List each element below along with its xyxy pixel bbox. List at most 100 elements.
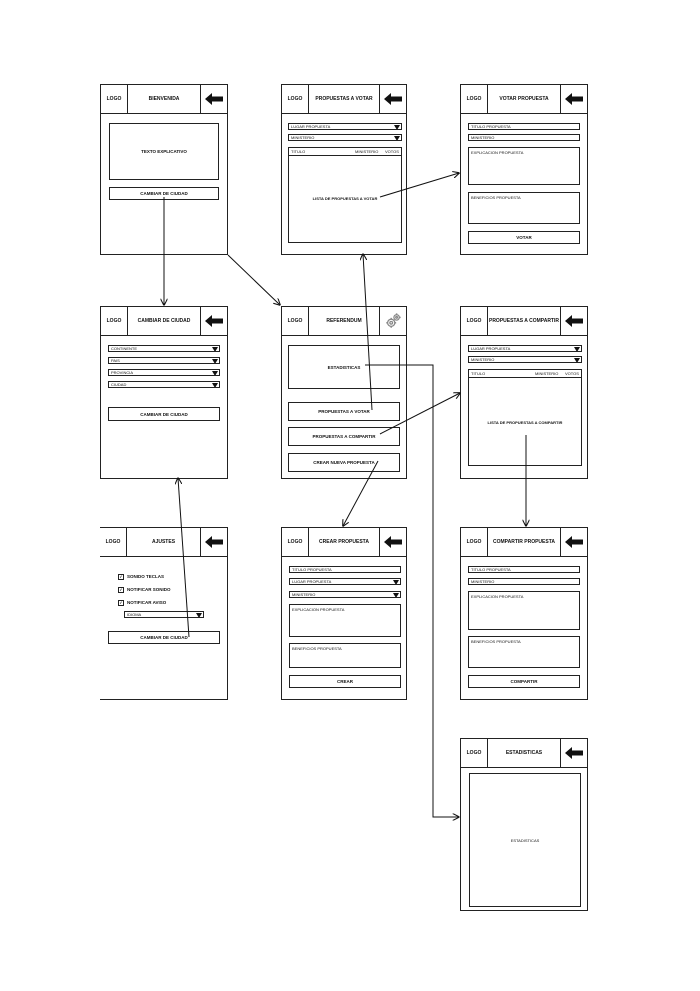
checkbox-checked-icon[interactable]: ✓ <box>118 587 124 593</box>
col-titulo: TITULO <box>291 149 306 154</box>
logo: LOGO <box>101 307 128 335</box>
proposals-list[interactable]: LISTA DE PROPUESTAS A COMPARTIR <box>487 420 563 425</box>
screen-title: PROPUESTAS A VOTAR <box>315 96 373 102</box>
idioma-select-value: IDIOMA <box>127 612 142 617</box>
pais-select[interactable]: PAIS <box>108 357 220 364</box>
screen-title: VOTAR PROPUESTA <box>499 96 549 102</box>
back-arrow-icon[interactable] <box>379 528 406 556</box>
lugar-select[interactable]: LUGAR PROPUESTA <box>288 123 402 130</box>
logo: LOGO <box>282 307 309 335</box>
dropdown-triangle-icon <box>393 593 399 597</box>
logo: LOGO <box>461 528 488 556</box>
back-arrow-icon[interactable] <box>200 528 227 556</box>
estadisticas-box[interactable]: ESTADISTICAS <box>288 345 400 389</box>
screen-title: CAMBIAR DE CIUDAD <box>137 318 191 324</box>
compartir-button[interactable]: COMPARTIR <box>468 675 580 688</box>
screen-propuestas-compartir: LOGO PROPUESTAS A COMPARTIR LUGAR PROPUE… <box>460 306 588 479</box>
propuestas-compartir-button[interactable]: PROPUESTAS A COMPARTIR <box>288 427 400 446</box>
lugar-select[interactable]: LUGAR PROPUESTA <box>289 578 401 585</box>
ciudad-select[interactable]: CIUDAD <box>108 381 220 388</box>
logo: LOGO <box>100 528 127 556</box>
lugar-select-value: LUGAR PROPUESTA <box>291 124 331 129</box>
pais-select-value: PAIS <box>111 358 120 363</box>
sonido-teclas-option[interactable]: ✓SONIDO TECLAS <box>118 574 164 580</box>
votar-button[interactable]: VOTAR <box>468 231 580 244</box>
header-bar: LOGO BIENVENIDA <box>101 85 227 114</box>
checkbox-checked-icon[interactable]: ✓ <box>118 600 124 606</box>
dropdown-triangle-icon <box>393 580 399 584</box>
change-city-button[interactable]: CAMBIAR DE CIUDAD <box>108 407 220 421</box>
continente-select[interactable]: CONTINENTE <box>108 345 220 352</box>
dropdown-triangle-icon <box>212 383 218 387</box>
notificar-sonido-option[interactable]: ✓NOTIFICAR SONIDO <box>118 587 171 593</box>
screen-title: PROPUESTAS A COMPARTIR <box>488 318 559 324</box>
table-header: TITULO MINISTERIO VOTOS <box>469 370 581 378</box>
explicacion-input[interactable]: EXPLICACION PROPUESTA <box>289 604 401 637</box>
ministerio-select-value: MINISTERIO <box>471 357 495 362</box>
arrow-bienvenida-to-referendum <box>227 254 280 305</box>
provincia-select-value: PROVINCIA <box>111 370 134 375</box>
ministerio-field: MINISTERIO <box>468 578 580 585</box>
screen-title: BIENVENIDA <box>148 96 180 102</box>
titulo-input[interactable]: TITULO PROPUESTA <box>289 566 401 573</box>
logo: LOGO <box>101 85 128 113</box>
continente-select-value: CONTINENTE <box>111 346 137 351</box>
header-bar: LOGO COMPARTIR PROPUESTA <box>461 528 587 557</box>
lugar-select-value: LUGAR PROPUESTA <box>292 579 332 584</box>
explicacion-area: EXPLICACION PROPUESTA <box>468 591 580 630</box>
col-votos: VOTOS <box>385 149 399 154</box>
proposals-list[interactable]: LISTA DE PROPUESTAS A VOTAR <box>312 196 378 201</box>
change-city-button[interactable]: CAMBIAR DE CIUDAD <box>108 631 220 644</box>
table-header: TITULO MINISTERIO VOTOS <box>289 148 401 156</box>
dropdown-triangle-icon <box>574 347 580 351</box>
ministerio-select-value: MINISTERIO <box>292 592 316 597</box>
back-arrow-icon[interactable] <box>379 85 406 113</box>
logo: LOGO <box>461 85 488 113</box>
ministerio-select[interactable]: MINISTERIO <box>289 591 401 598</box>
back-arrow-icon[interactable] <box>200 307 227 335</box>
screen-ajustes: LOGO AJUSTES ✓SONIDO TECLAS ✓NOTIFICAR S… <box>100 527 228 700</box>
proposals-table: TITULO MINISTERIO VOTOS LISTA DE PROPUES… <box>288 147 402 243</box>
dropdown-triangle-icon <box>394 125 400 129</box>
back-arrow-icon[interactable] <box>560 307 587 335</box>
titulo-field: TITULO PROPUESTA <box>468 566 580 573</box>
dropdown-triangle-icon <box>212 347 218 351</box>
checkbox-checked-icon[interactable]: ✓ <box>118 574 124 580</box>
beneficios-area: BENEFICIOS PROPUESTA <box>468 192 580 224</box>
provincia-select[interactable]: PROVINCIA <box>108 369 220 376</box>
estadisticas-content: ESTADISTICAS <box>469 773 581 907</box>
screen-title: CREAR PROPUESTA <box>319 539 369 545</box>
notificar-sonido-label: NOTIFICAR SONIDO <box>127 587 171 593</box>
screen-cambiar-ciudad: LOGO CAMBIAR DE CIUDAD CONTINENTE PAIS P… <box>100 306 228 479</box>
proposals-table: TITULO MINISTERIO VOTOS LISTA DE PROPUES… <box>468 369 582 466</box>
ministerio-field: MINISTERIO <box>468 134 580 141</box>
beneficios-input[interactable]: BENEFICIOS PROPUESTA <box>289 643 401 668</box>
idioma-select[interactable]: IDIOMA <box>124 611 204 618</box>
gears-icon[interactable] <box>379 307 406 335</box>
dropdown-triangle-icon <box>212 371 218 375</box>
header-bar: LOGO AJUSTES <box>100 528 227 557</box>
logo: LOGO <box>282 85 309 113</box>
crear-propuesta-button[interactable]: CREAR NUEVA PROPUESTA <box>288 453 400 472</box>
lugar-select[interactable]: LUGAR PROPUESTA <box>468 345 582 352</box>
change-city-button[interactable]: CAMBIAR DE CIUDAD <box>109 187 219 200</box>
col-votos: VOTOS <box>565 371 579 376</box>
ministerio-select[interactable]: MINISTERIO <box>468 356 582 363</box>
crear-button[interactable]: CREAR <box>289 675 401 688</box>
ciudad-select-value: CIUDAD <box>111 382 127 387</box>
back-arrow-icon[interactable] <box>560 739 587 767</box>
header-bar: LOGO CAMBIAR DE CIUDAD <box>101 307 227 336</box>
notificar-aviso-option[interactable]: ✓NOTIFICAR AVISO <box>118 600 166 606</box>
back-arrow-icon[interactable] <box>200 85 227 113</box>
ministerio-select[interactable]: MINISTERIO <box>288 134 402 141</box>
screen-bienvenida: LOGO BIENVENIDA TEXTO EXPLICATIVO CAMBIA… <box>100 84 228 255</box>
screen-compartir-propuesta: LOGO COMPARTIR PROPUESTA TITULO PROPUEST… <box>460 527 588 700</box>
propuestas-votar-button[interactable]: PROPUESTAS A VOTAR <box>288 402 400 421</box>
back-arrow-icon[interactable] <box>560 85 587 113</box>
logo: LOGO <box>461 307 488 335</box>
text-box: TEXTO EXPLICATIVO <box>109 123 219 180</box>
lugar-select-value: LUGAR PROPUESTA <box>471 346 511 351</box>
back-arrow-icon[interactable] <box>560 528 587 556</box>
screen-title: COMPARTIR PROPUESTA <box>492 539 556 545</box>
col-titulo: TITULO <box>471 371 486 376</box>
